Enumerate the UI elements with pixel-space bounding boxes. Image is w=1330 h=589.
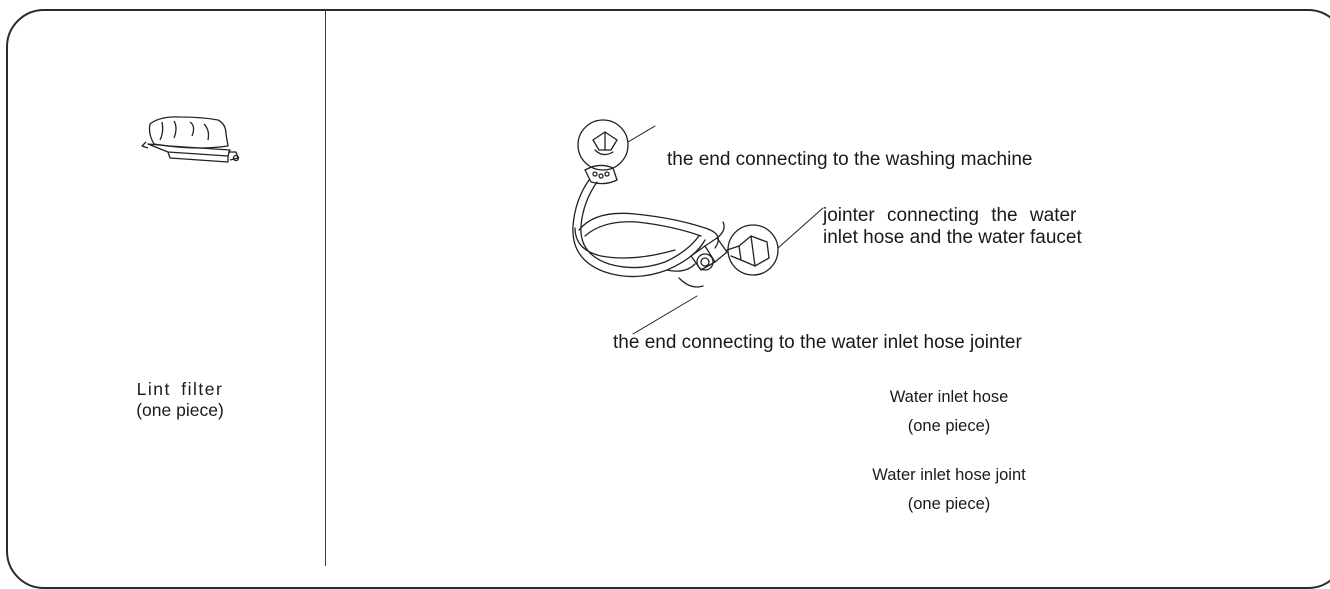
lint-filter-illustration bbox=[140, 112, 240, 168]
column-divider bbox=[325, 9, 326, 566]
water-inlet-hose-joint-qty: (one piece) bbox=[907, 495, 991, 513]
water-inlet-hose-joint-name: Water inlet hose joint bbox=[872, 466, 1026, 484]
callout-jointer: jointer connecting the water inlet hose … bbox=[823, 205, 1082, 249]
callout-machine-end: the end connecting to the washing machin… bbox=[667, 149, 1033, 170]
lint-filter-qty: (one piece) bbox=[136, 400, 224, 420]
water-inlet-hose-name: Water inlet hose bbox=[889, 388, 1009, 406]
callout-jointer-line1: jointer connecting the water bbox=[823, 205, 1077, 226]
water-inlet-hose-joint-caption: Water inlet hose joint (one piece) bbox=[866, 465, 1032, 514]
water-inlet-hose-qty: (one piece) bbox=[907, 417, 991, 435]
machine-end-detail-icon bbox=[577, 119, 629, 171]
water-inlet-hose-illustration bbox=[555, 110, 835, 335]
callout-jointer-line2: inlet hose and the water faucet bbox=[823, 227, 1082, 248]
lint-filter-label: Lint filter (one piece) bbox=[110, 379, 250, 421]
water-inlet-hose-caption: Water inlet hose (one piece) bbox=[867, 387, 1031, 436]
lint-filter-name: Lint filter bbox=[136, 379, 224, 399]
callout-hose-jointer-end: the end connecting to the water inlet ho… bbox=[613, 332, 1022, 353]
